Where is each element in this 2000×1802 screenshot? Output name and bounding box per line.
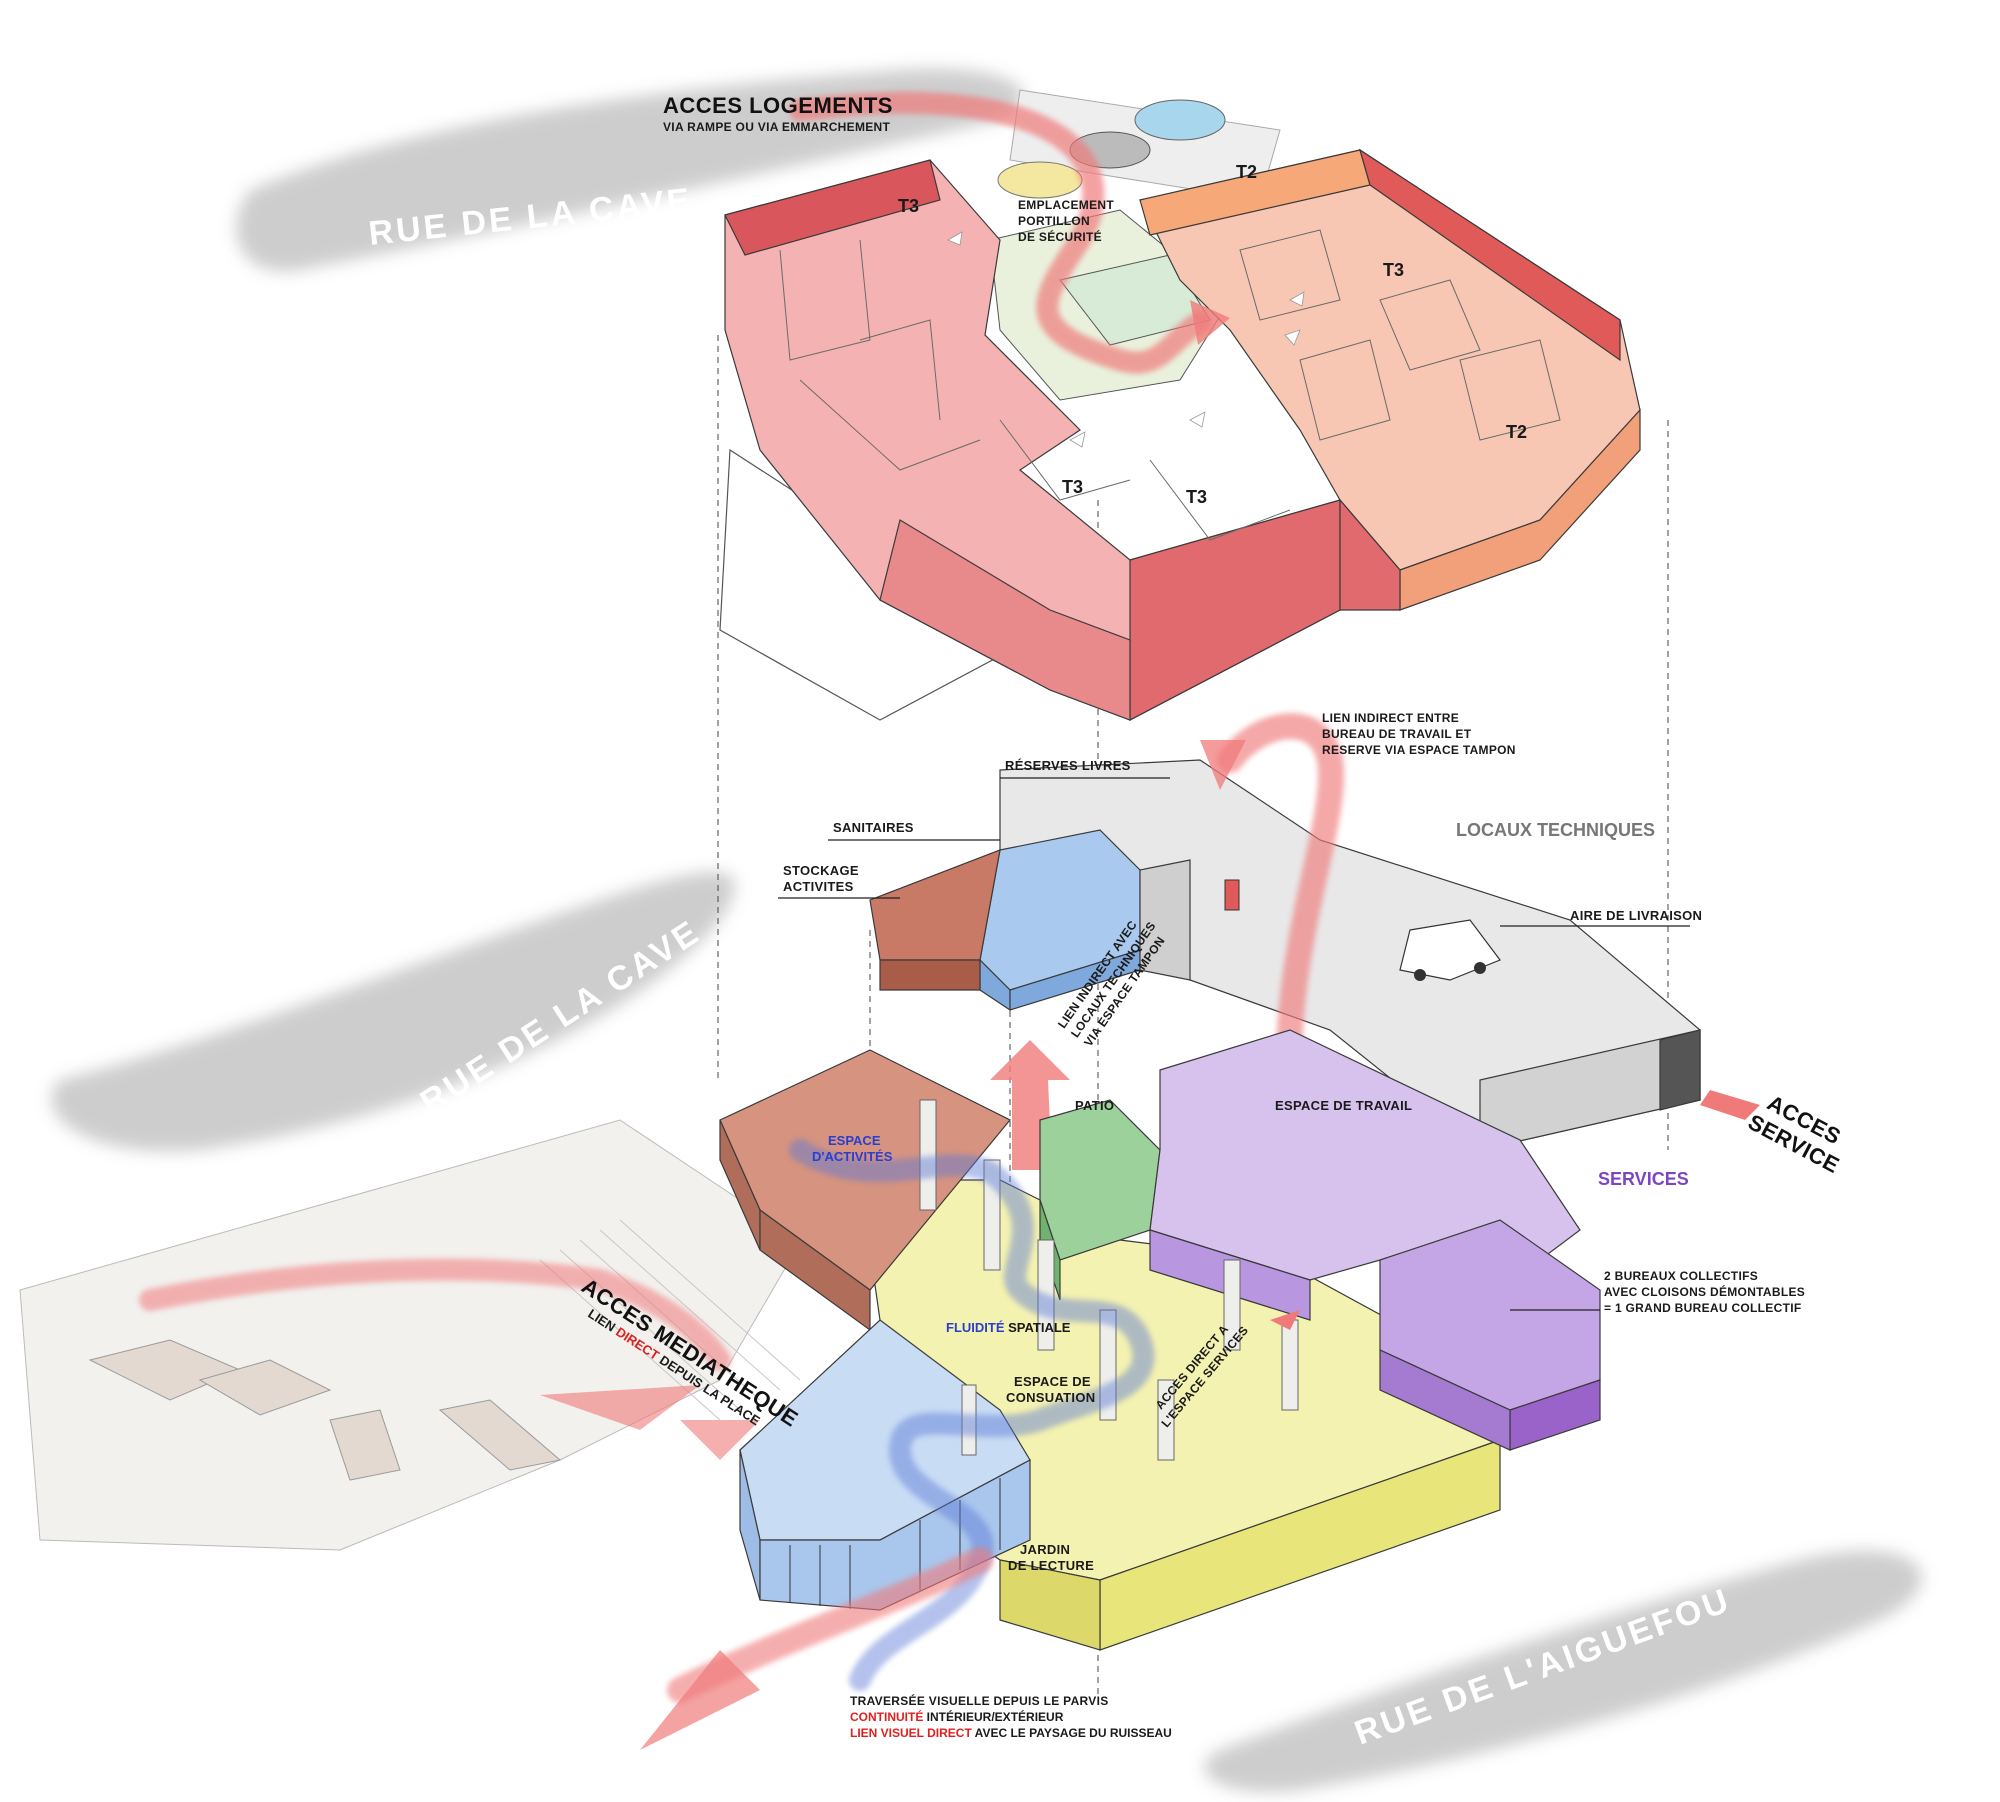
housing-level: T3 T2 T3 T3 T3 T2 ACCES LOGEMENTS VIA RA… <box>663 89 1641 721</box>
label-patio: PATIO <box>1075 1098 1114 1113</box>
indirect-link-arrow <box>1217 713 1345 1113</box>
housing-access-subtitle: VIA RAMPE OU VIA EMMARCHEMENT <box>663 120 891 134</box>
label-aire-de-livraison: AIRE DE LIVRAISON <box>1570 908 1702 923</box>
svg-text:2 BUREAUX COLLECTIFS: 2 BUREAUX COLLECTIFS <box>1604 1269 1758 1283</box>
label-stockage-activites: STOCKAGE ACTIVITES <box>783 863 859 894</box>
svg-text:LIEN VISUEL DIRECT AVEC LE PAY: LIEN VISUEL DIRECT AVEC LE PAYSAGE DU RU… <box>850 1726 1172 1740</box>
svg-text:STOCKAGE: STOCKAGE <box>783 863 859 878</box>
unit-label-t3: T3 <box>898 196 919 216</box>
svg-text:ESPACE: ESPACE <box>828 1133 881 1148</box>
label-espace-de-travail: ESPACE DE TRAVAIL <box>1275 1098 1412 1113</box>
svg-text:BUREAU DE TRAVAIL ET: BUREAU DE TRAVAIL ET <box>1322 727 1472 741</box>
bottom-note: TRAVERSÉE VISUELLE DEPUIS LE PARVIS CONT… <box>850 1693 1172 1740</box>
label-locaux-techniques: LOCAUX TECHNIQUES <box>1456 820 1655 840</box>
ground-level: PATIO ESPACE DE TRAVAIL SERVICES ESPACE … <box>19 1029 1805 1750</box>
street-band-bottom: RUE DE L'AIGUEFOU <box>1204 1550 1922 1792</box>
housing-access-arrow <box>789 92 1211 374</box>
unit-label-t3: T3 <box>1062 477 1083 497</box>
label-sanitaires: SANITAIRES <box>833 820 914 835</box>
entry-arrows <box>947 231 1305 448</box>
svg-text:ESPACE DE: ESPACE DE <box>1014 1374 1091 1389</box>
svg-text:JARDIN: JARDIN <box>1020 1542 1070 1557</box>
label-fluidite-spatiale: FLUIDITÉ SPATIALE <box>946 1320 1071 1335</box>
label-espace-consultation: ESPACE DE CONSUATION <box>1006 1374 1095 1405</box>
unit-label-t2: T2 <box>1506 422 1527 442</box>
svg-text:RESERVE VIA ESPACE TAMPON: RESERVE VIA ESPACE TAMPON <box>1322 743 1516 757</box>
car-icon <box>1134 99 1226 141</box>
unit-label-t3: T3 <box>1186 487 1207 507</box>
label-services: SERVICES <box>1598 1169 1689 1189</box>
svg-text:TRAVERSÉE VISUELLE DEPUIS LE P: TRAVERSÉE VISUELLE DEPUIS LE PARVIS <box>850 1693 1109 1708</box>
svg-text:ACTIVITES: ACTIVITES <box>783 879 854 894</box>
mediatheque-access-arrow <box>139 1258 731 1371</box>
svg-text:PORTILLON: PORTILLON <box>1018 214 1090 228</box>
indirect-link-note: LIEN INDIRECT ENTRE BUREAU DE TRAVAIL ET… <box>1322 711 1516 757</box>
svg-text:FLUIDITÉ SPATIALE: FLUIDITÉ SPATIALE <box>946 1320 1071 1335</box>
svg-text:DE SÉCURITÉ: DE SÉCURITÉ <box>1018 229 1102 244</box>
label-espace-activites: ESPACE D'ACTIVITÉS <box>812 1133 893 1164</box>
svg-text:AVEC CLOISONS DÉMONTABLES: AVEC CLOISONS DÉMONTABLES <box>1604 1284 1805 1299</box>
street-band-middle: RUE DE LA CAVE <box>51 872 736 1152</box>
svg-text:LIEN INDIRECT ENTRE: LIEN INDIRECT ENTRE <box>1322 711 1459 725</box>
car-icon <box>997 161 1083 199</box>
svg-text:EMPLACEMENT: EMPLACEMENT <box>1018 198 1114 212</box>
label-jardin-de-lecture: JARDIN DE LECTURE <box>1008 1542 1094 1573</box>
svg-text:DE LECTURE: DE LECTURE <box>1008 1558 1094 1573</box>
housing-access-title: ACCES LOGEMENTS <box>663 93 893 118</box>
svg-text:= 1 GRAND BUREAU COLLECTIF: = 1 GRAND BUREAU COLLECTIF <box>1604 1301 1801 1315</box>
svg-text:CONTINUITÉ INTÉRIEUR/EXTÉRIEUR: CONTINUITÉ INTÉRIEUR/EXTÉRIEUR <box>850 1709 1064 1724</box>
unit-label-t2: T2 <box>1236 162 1257 182</box>
acces-service-label: ACCES SERVICE <box>1744 1090 1845 1178</box>
label-bureaux-collectifs: 2 BUREAUX COLLECTIFS AVEC CLOISONS DÉMON… <box>1604 1269 1805 1315</box>
gate-label: EMPLACEMENT PORTILLON DE SÉCURITÉ <box>1018 198 1114 244</box>
unit-label-t3: T3 <box>1383 260 1404 280</box>
services-access-arrow <box>1270 1310 1300 1330</box>
label-reserves-livres: RÉSERVES LIVRES <box>1005 758 1131 773</box>
service-access-arrow <box>1700 1090 1760 1120</box>
svg-text:CONSUATION: CONSUATION <box>1006 1390 1095 1405</box>
svg-text:D'ACTIVITÉS: D'ACTIVITÉS <box>812 1149 893 1164</box>
